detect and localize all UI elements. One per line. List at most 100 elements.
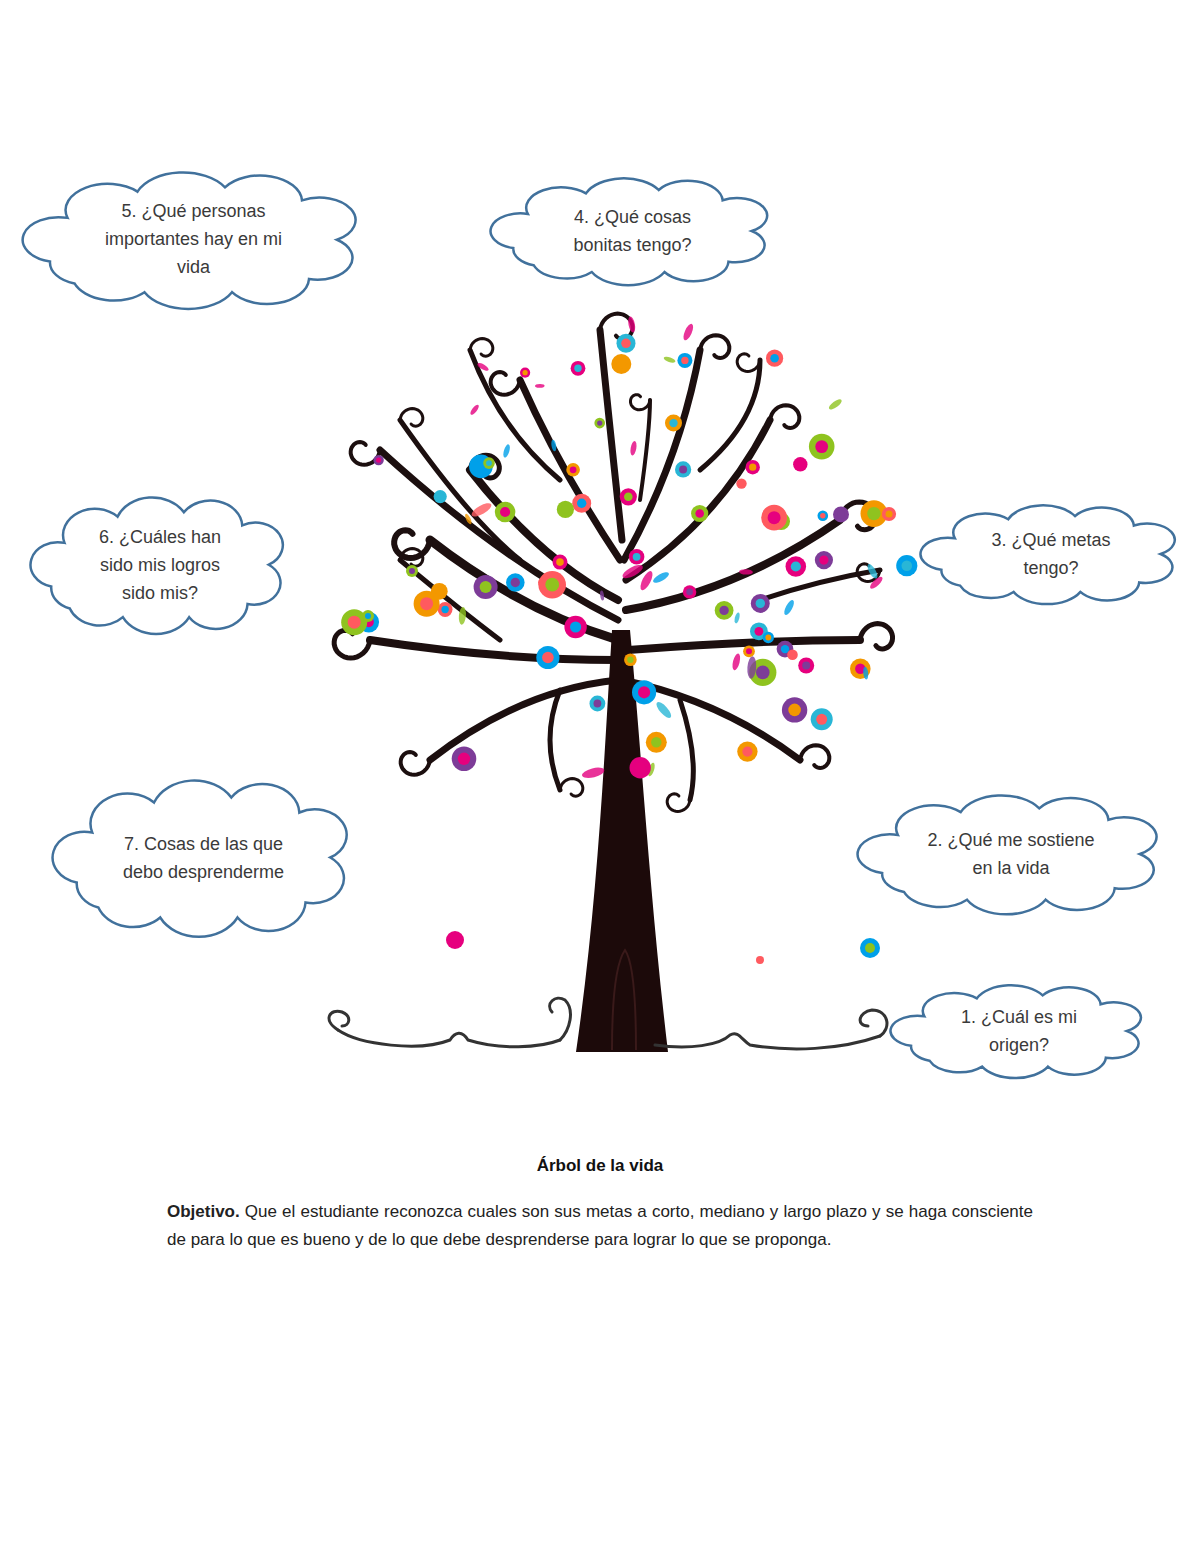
leaf — [863, 666, 869, 679]
color-dot — [630, 757, 651, 778]
color-dot — [594, 418, 605, 429]
color-dot — [506, 573, 525, 592]
color-dot — [819, 556, 828, 565]
color-dot — [556, 558, 564, 566]
leaf — [652, 570, 671, 585]
cloud-bubble: 3. ¿Qué metas tengo? — [920, 505, 1182, 603]
cloud-question: 5. ¿Qué personas importantes hay en mi v… — [94, 197, 294, 281]
color-dot — [865, 943, 875, 953]
tree-branch — [430, 540, 618, 640]
objective-text: Que el estudiante reconozca cuales son s… — [167, 1202, 1033, 1249]
color-dot — [756, 666, 770, 680]
color-dot — [629, 549, 645, 565]
color-dot — [816, 714, 827, 725]
branch-curl — [470, 339, 493, 357]
tree-branch — [640, 400, 650, 500]
tree-branch — [370, 640, 616, 660]
color-dot — [802, 662, 810, 670]
color-dot — [611, 354, 631, 374]
cloud-outline — [890, 985, 1148, 1077]
tree-branch — [760, 570, 880, 600]
branch-curl — [491, 372, 520, 395]
branch-curl — [400, 549, 423, 567]
branch-curl — [700, 335, 729, 358]
color-dot — [624, 493, 633, 502]
color-dot — [766, 350, 783, 367]
color-dot — [570, 621, 581, 632]
leaf — [747, 656, 757, 679]
color-dot — [811, 708, 833, 730]
cloud-outline — [52, 780, 355, 935]
color-dot — [362, 610, 374, 622]
color-dot — [536, 646, 559, 669]
color-dot — [850, 659, 871, 680]
color-dot — [768, 511, 781, 524]
branch-curl — [631, 395, 651, 410]
color-dot — [620, 488, 637, 505]
tree-branch — [400, 420, 520, 560]
color-dot — [627, 657, 633, 663]
color-dot — [431, 583, 448, 600]
color-dot — [681, 357, 688, 364]
cloud-question: 7. Cosas de las que debo desprenderme — [114, 830, 294, 886]
color-dot — [886, 511, 893, 518]
cloud-bubble: 5. ¿Qué personas importantes hay en mi v… — [22, 172, 365, 307]
branch-curl — [470, 455, 499, 478]
color-dot — [452, 747, 477, 772]
color-dot — [860, 938, 880, 958]
cloud-bubble: 4. ¿Qué cosas bonitas tengo? — [490, 178, 775, 284]
color-dot — [538, 571, 566, 599]
color-dot — [782, 697, 807, 722]
leaf — [581, 766, 605, 780]
color-dot — [683, 585, 696, 598]
color-dot — [749, 464, 756, 471]
color-dot — [572, 494, 591, 513]
color-dot — [616, 359, 626, 369]
leaf — [502, 444, 511, 459]
color-dot — [761, 505, 787, 531]
color-dot — [420, 597, 433, 610]
color-dot — [833, 506, 849, 522]
color-dot — [818, 511, 829, 522]
leaf — [663, 356, 676, 364]
color-dot — [902, 560, 913, 571]
color-dot — [788, 704, 801, 717]
objective-paragraph: Objetivo. Que el estudiante reconozca cu… — [167, 1198, 1033, 1254]
color-dot — [635, 762, 646, 773]
color-dot — [837, 510, 845, 518]
color-dot — [570, 466, 577, 473]
color-dot — [786, 556, 807, 577]
cloud-bubble: 6. ¿Cuáles han sido mis logros sido mis? — [30, 497, 290, 632]
color-dot — [571, 361, 586, 376]
color-dot — [719, 606, 728, 615]
leaf — [731, 653, 742, 671]
color-dot — [743, 645, 755, 657]
branch-curl — [394, 530, 430, 558]
color-dot — [715, 601, 734, 620]
cloud-bubble: 1. ¿Cuál es mi origen? — [890, 985, 1148, 1077]
color-dot — [500, 507, 510, 517]
color-dot — [638, 686, 650, 698]
color-dot — [553, 555, 568, 570]
tree-branch — [400, 560, 500, 640]
color-dot — [480, 581, 492, 593]
leaf — [654, 700, 673, 720]
color-dot — [793, 457, 807, 471]
color-dot — [373, 455, 383, 465]
color-dot — [564, 616, 586, 638]
color-dot — [755, 627, 764, 636]
color-dot — [756, 956, 764, 964]
cloud-question: 2. ¿Qué me sostiene en la vida — [916, 826, 1106, 882]
color-dot — [365, 613, 371, 619]
color-dot — [409, 568, 415, 574]
leaf — [469, 403, 480, 416]
color-dot — [486, 460, 492, 466]
branch-curl — [770, 405, 799, 428]
color-dot — [632, 680, 656, 704]
color-dot — [787, 649, 798, 660]
branch-curl — [667, 794, 690, 812]
leaf — [868, 575, 884, 590]
tree-trunk — [576, 630, 668, 1052]
color-dot — [495, 502, 516, 523]
color-dot — [542, 652, 554, 664]
